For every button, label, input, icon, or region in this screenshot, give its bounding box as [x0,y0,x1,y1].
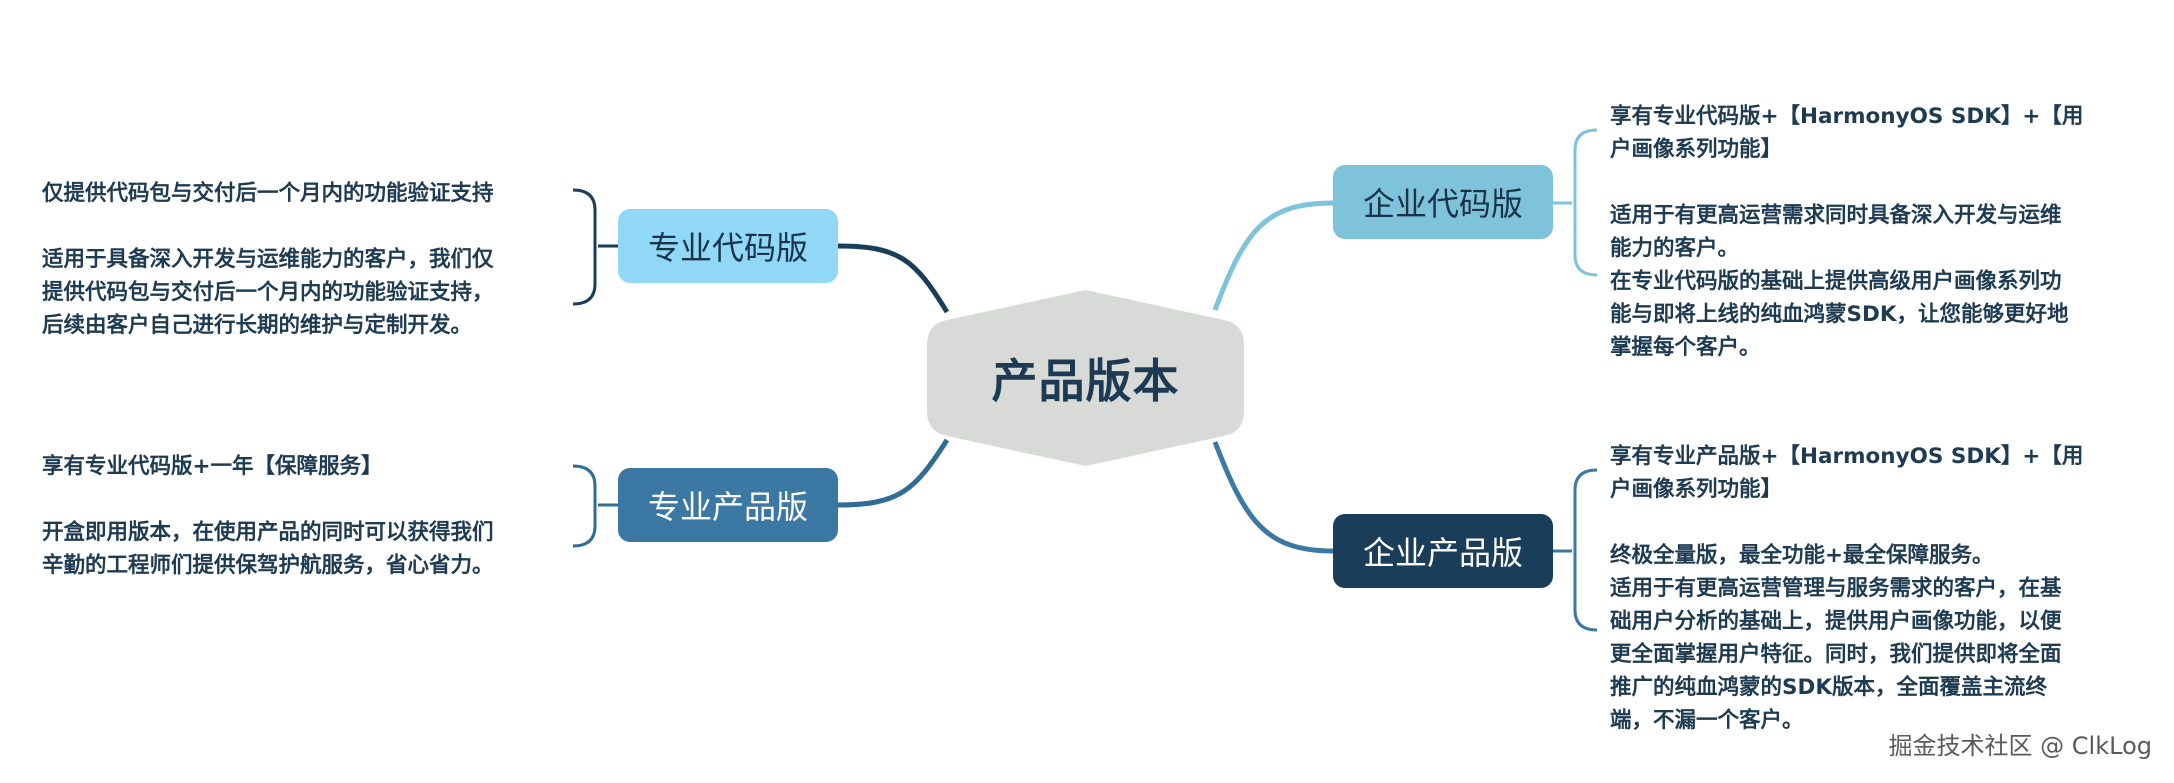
description-line: 能与即将上线的纯血鸿蒙SDK，让您能够更好地 [1610,302,2069,327]
description-line: 开盒即用版本，在使用产品的同时可以获得我们 [42,520,494,545]
description-pro-code: 仅提供代码包与交付后一个月内的功能验证支持 适用于具备深入开发与运维能力的客户，… [42,177,572,342]
description-line: 端，不漏一个客户。 [1610,708,1804,733]
description-line: 在专业代码版的基础上提供高级用户画像系列功 [1610,269,2062,294]
description-line: 能力的客户。 [1610,236,1740,261]
center-topic-label: 产品版本 [991,354,1180,408]
description-line: 仅提供代码包与交付后一个月内的功能验证支持 [42,181,494,206]
node-pro-code[interactable]: 专业代码版 [618,209,838,283]
description-line: 户画像系列功能】 [1610,137,1783,162]
bracket-enterprise-code [1573,128,1598,277]
description-line: 户画像系列功能】 [1610,477,1783,502]
description-enterprise-code: 享有专业代码版+【HarmonyOS SDK】+【用 户画像系列功能】 适用于有… [1610,100,2140,364]
description-line: 享有专业产品版+【HarmonyOS SDK】+【用 [1610,444,2084,469]
watermark: 掘金技术社区 @ ClkLog [1888,732,2152,760]
node-enterprise-code[interactable]: 企业代码版 [1333,165,1553,239]
bracket-pro-code [572,188,597,306]
description-line: 提供代码包与交付后一个月内的功能验证支持， [42,280,494,305]
description-line: 掌握每个客户。 [1610,335,1761,360]
description-line: 享有专业代码版+一年【保障服务】 [42,454,383,479]
description-line: 推广的纯血鸿蒙的SDK版本，全面覆盖主流终 [1610,675,2047,700]
description-enterprise-product: 享有专业产品版+【HarmonyOS SDK】+【用 户画像系列功能】 终极全量… [1610,440,2140,737]
description-line: 终极全量版，最全功能+最全保障服务。 [1610,543,1994,568]
link-pro-code [837,243,950,314]
description-line: 更全面掌握用户特征。同时，我们提供即将全面 [1610,642,2062,667]
node-enterprise-product[interactable]: 企业产品版 [1333,514,1553,588]
link-enterprise-product [1212,441,1334,554]
description-pro-product: 享有专业代码版+一年【保障服务】 开盒即用版本，在使用产品的同时可以获得我们 辛… [42,450,572,582]
center-topic[interactable]: 产品版本 [927,290,1244,466]
center-topic-shape [927,290,1244,466]
description-line: 适用于有更高运营管理与服务需求的客户，在基 [1610,576,2062,601]
link-pro-product [837,438,950,508]
bracket-pro-product [572,464,597,548]
description-line: 适用于具备深入开发与运维能力的客户，我们仅 [42,247,494,272]
description-line: 后续由客户自己进行长期的维护与定制开发。 [42,313,473,338]
description-line: 础用户分析的基础上，提供用户画像功能，以便 [1610,609,2062,634]
description-line: 适用于有更高运营需求同时具备深入开发与运维 [1610,203,2062,228]
bracket-enterprise-product [1573,468,1598,632]
description-line: 享有专业代码版+【HarmonyOS SDK】+【用 [1610,104,2084,129]
description-line: 辛勤的工程师们提供保驾护航服务，省心省力。 [42,553,494,578]
node-pro-product[interactable]: 专业产品版 [618,468,838,542]
link-enterprise-code [1212,200,1334,311]
